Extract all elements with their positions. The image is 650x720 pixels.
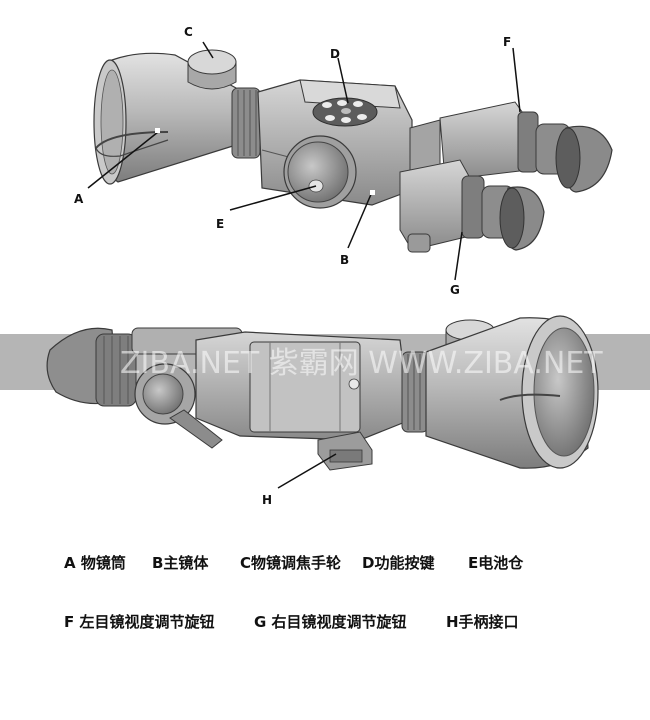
function-buttons-top	[312, 97, 378, 127]
leader-h	[277, 453, 337, 489]
label-f: F	[503, 35, 511, 49]
bottom-view: ZIBA.NET 紫霸网 WWW.ZIBA.NET H	[46, 315, 603, 507]
label-h: H	[262, 493, 272, 507]
legend-item-e: E电池仓	[468, 554, 524, 572]
objective-tube-bottom	[425, 315, 599, 469]
label-a: A	[74, 192, 84, 206]
legend-row-1: A 物镜筒 B主镜体 C物镜调焦手轮 D功能按键 E电池仓	[64, 552, 523, 573]
leader-a	[87, 131, 159, 189]
legend-row-2: F 左目镜视度调节旋钮 G 右目镜视度调节旋钮 H手柄接口	[64, 611, 519, 632]
marker-a	[155, 128, 160, 133]
label-g: G	[450, 283, 460, 297]
legend-item-c: C物镜调焦手轮	[240, 554, 342, 572]
leader-f	[512, 47, 521, 113]
legend-item-d: D功能按键	[362, 554, 435, 572]
battery-compartment-top	[283, 135, 357, 209]
leader-d	[337, 57, 349, 104]
right-eyepiece-top	[399, 159, 545, 253]
legend-item-a: A 物镜筒	[64, 554, 126, 572]
legend-item-g: G 右目镜视度调节旋钮	[254, 613, 407, 631]
label-e: E	[216, 217, 224, 231]
leader-b	[347, 191, 373, 249]
ribbed-ring-top	[231, 87, 261, 159]
leader-g	[454, 231, 463, 281]
main-body-bottom	[195, 331, 411, 441]
legend-item-f: F 左目镜视度调节旋钮	[64, 613, 215, 631]
label-b: B	[340, 253, 349, 267]
left-eyepiece-top	[439, 101, 613, 193]
top-view: C D F A E B G	[74, 25, 613, 297]
eyepiece-cup-bottom	[46, 327, 137, 407]
label-c: C	[184, 25, 193, 39]
marker-b	[370, 190, 375, 195]
legend-item-b: B主镜体	[152, 554, 209, 572]
handle-interface-bottom	[317, 431, 373, 471]
leader-e	[229, 185, 317, 211]
ribbed-ring-bottom	[401, 351, 429, 433]
legend-item-h: H手柄接口	[446, 613, 519, 631]
focus-knob-top	[187, 49, 237, 90]
leader-c	[202, 41, 214, 59]
label-d: D	[330, 47, 340, 61]
watermark-text: ZIBA.NET 紫霸网 WWW.ZIBA.NET	[120, 346, 603, 381]
